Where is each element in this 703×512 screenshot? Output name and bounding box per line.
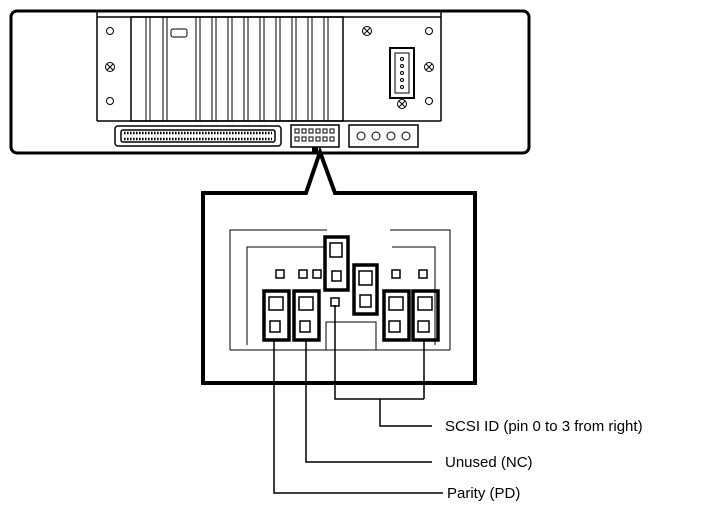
unused-label: Unused (NC) — [445, 454, 533, 471]
jumper-cap — [382, 289, 411, 342]
parity-leader — [273, 340, 443, 494]
screw-icon — [424, 62, 434, 72]
power-connector — [348, 124, 419, 148]
screw-icon — [362, 26, 372, 36]
scsi-id-label: SCSI ID (pin 0 to 3 from right) — [445, 418, 643, 435]
jumper-cap — [352, 263, 379, 316]
mount-hole — [106, 97, 114, 105]
screw-icon — [397, 99, 407, 109]
side-connector — [389, 47, 415, 99]
jumper-pin — [330, 297, 340, 307]
jumper-pin — [312, 269, 322, 279]
scsi-id-bracket — [334, 305, 424, 400]
parity-label: Parity (PD) — [447, 485, 520, 502]
jumper-cap — [411, 289, 440, 342]
jumper-pin — [275, 269, 285, 279]
jumper-pin — [391, 269, 401, 279]
drive-outer-frame — [9, 9, 531, 155]
jumper-pin — [298, 269, 308, 279]
magnified-jumper-view — [201, 146, 477, 385]
indicator-slot — [170, 28, 188, 38]
screw-icon — [105, 62, 115, 72]
scsi-id-leader — [379, 399, 432, 427]
jumper-block-small — [290, 124, 340, 152]
jumper-pin — [418, 269, 428, 279]
leader-lines — [273, 305, 443, 494]
unused-leader — [305, 340, 432, 463]
jumper-cap — [323, 235, 350, 292]
drive-rear-panel — [9, 9, 531, 155]
mount-hole — [106, 27, 114, 35]
mount-hole — [425, 97, 433, 105]
jumper-cap — [262, 289, 291, 342]
callout-frame — [201, 146, 477, 385]
mount-hole — [425, 27, 433, 35]
jumper-cap — [292, 289, 321, 342]
scsi-connector — [114, 125, 282, 147]
heatsink-fins — [130, 16, 344, 122]
